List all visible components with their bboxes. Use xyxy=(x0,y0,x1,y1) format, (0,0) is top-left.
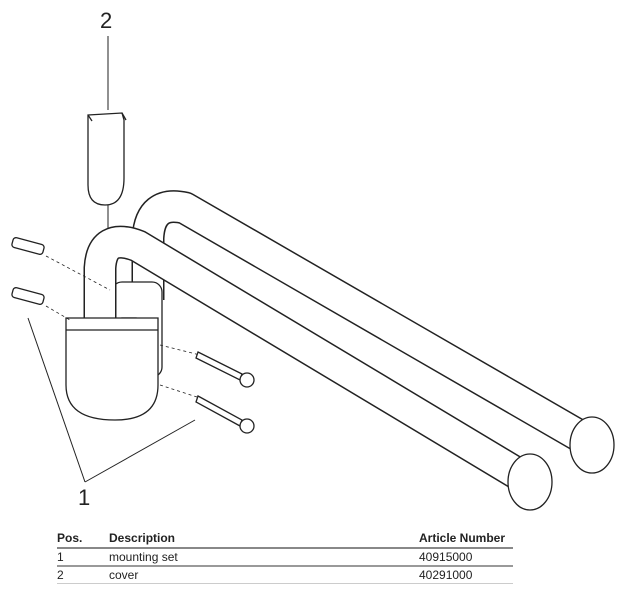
back-towel-rod xyxy=(131,190,615,474)
wall-dowels xyxy=(11,237,111,321)
cell-description: cover xyxy=(109,566,419,584)
header-description: Description xyxy=(109,529,419,549)
table-row: 1 mounting set 40915000 xyxy=(57,548,513,567)
leader-lines xyxy=(27,36,196,483)
cell-pos: 1 xyxy=(57,548,109,567)
front-towel-rod xyxy=(83,225,553,511)
cell-article: 40915000 xyxy=(419,548,513,567)
table-row: 2 cover 40291000 xyxy=(57,566,513,584)
parts-table: Pos. Description Article Number 1 mounti… xyxy=(57,529,513,584)
cell-description: mounting set xyxy=(109,548,419,567)
screws xyxy=(159,344,255,434)
cell-pos: 2 xyxy=(57,566,109,584)
callout-1: 1 xyxy=(78,485,91,510)
table-header: Pos. Description Article Number xyxy=(57,529,513,549)
header-pos: Pos. xyxy=(57,529,109,549)
cover-part xyxy=(87,112,127,206)
exploded-diagram xyxy=(11,36,615,511)
callout-2: 2 xyxy=(100,8,113,33)
cell-article: 40291000 xyxy=(419,566,513,584)
header-article: Article Number xyxy=(419,529,513,549)
mounting-base xyxy=(65,317,159,421)
